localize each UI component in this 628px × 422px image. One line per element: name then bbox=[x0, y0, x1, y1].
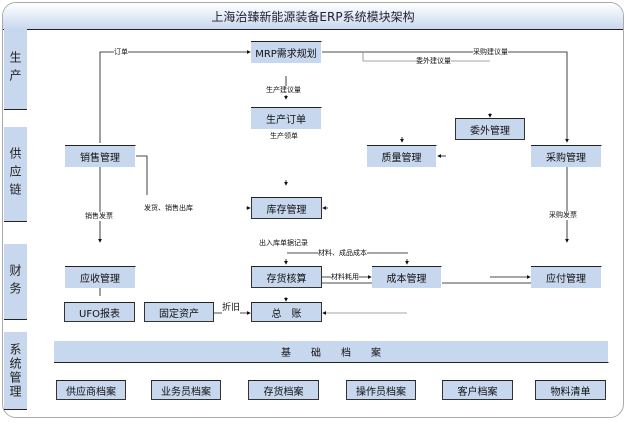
flow-label-material-product-cost: 材料、成品成本 bbox=[318, 249, 367, 258]
module-quality[interactable]: 质量管理 bbox=[367, 145, 437, 167]
flow-label-order: 订单 bbox=[114, 48, 128, 57]
flow-label-inout-records: 出入库单据记录 bbox=[259, 239, 308, 248]
archive-inventory[interactable]: 存货档案 bbox=[248, 380, 319, 400]
flow-label-sales-invoice: 销售发票 bbox=[85, 212, 113, 221]
diagram-frame bbox=[2, 2, 624, 418]
module-cost[interactable]: 成本管理 bbox=[372, 266, 442, 288]
archive-operator[interactable]: 操作员档案 bbox=[346, 380, 416, 400]
section-finance: 财务 bbox=[4, 244, 27, 320]
module-fixed-assets[interactable]: 固定资产 bbox=[144, 302, 214, 322]
flow-label-purchase-invoice: 采购发票 bbox=[549, 211, 577, 220]
section-production: 生产 bbox=[4, 29, 27, 110]
flow-label-production-picking: 生产领单 bbox=[270, 132, 298, 141]
module-receivable[interactable]: 应收管理 bbox=[65, 266, 136, 288]
flow-label-outsourcing-suggestion: 委外建议量 bbox=[416, 57, 451, 66]
archive-supplier[interactable]: 供应商档案 bbox=[56, 380, 126, 400]
flow-label-depreciation: 折旧 bbox=[222, 303, 241, 314]
module-sales[interactable]: 销售管理 bbox=[65, 145, 136, 167]
flow-label-purchase-suggestion: 采购建议量 bbox=[473, 48, 508, 57]
module-general-ledger[interactable]: 总 账 bbox=[251, 302, 322, 322]
module-inventory[interactable]: 库存管理 bbox=[251, 197, 322, 219]
archive-salesperson[interactable]: 业务员档案 bbox=[151, 380, 221, 400]
module-inventory-accounting[interactable]: 存货核算 bbox=[251, 266, 322, 288]
module-payable[interactable]: 应付管理 bbox=[531, 266, 602, 288]
diagram-title: 上海治臻新能源装备ERP系统模块架构 bbox=[3, 3, 623, 30]
module-outsourcing[interactable]: 委外管理 bbox=[455, 118, 525, 140]
module-mrp[interactable]: MRP需求规划 bbox=[251, 41, 322, 63]
archive-customer[interactable]: 客户档案 bbox=[442, 380, 513, 400]
section-supply-chain: 供应链 bbox=[4, 127, 27, 222]
flow-label-production-suggestion: 生产建议量 bbox=[266, 86, 301, 95]
section-system-management: 系统管理 bbox=[4, 332, 27, 410]
archive-bom[interactable]: 物料清单 bbox=[535, 380, 606, 400]
module-production-order[interactable]: 生产订单 bbox=[251, 107, 322, 129]
flow-label-shipping: 发货、销售出库 bbox=[144, 204, 193, 213]
flow-label-material-consumption: 材料耗用 bbox=[331, 273, 359, 282]
base-archives-header: 基 础 档 案 bbox=[54, 341, 609, 363]
module-ufo-report[interactable]: UFO报表 bbox=[64, 302, 135, 322]
module-purchase[interactable]: 采购管理 bbox=[531, 145, 602, 167]
